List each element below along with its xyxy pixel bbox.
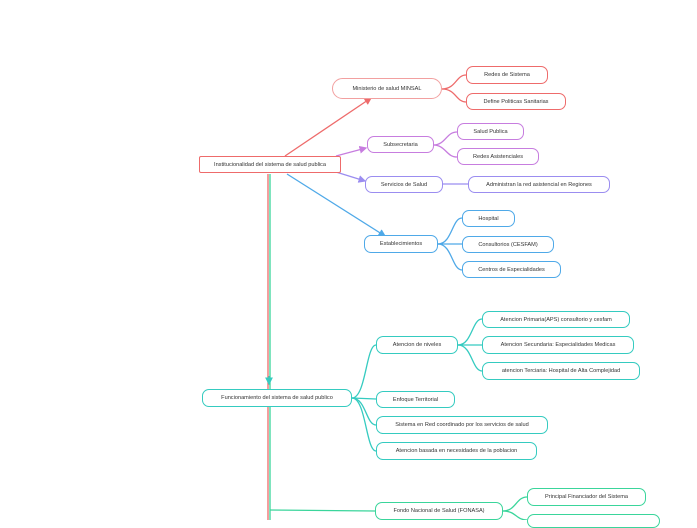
centros-label: Centros de Especialidades: [478, 266, 545, 273]
fonasa-label: Fondo Nacional de Salud (FONASA): [393, 508, 485, 514]
establecimientos-node[interactable]: Establecimientos: [364, 235, 438, 253]
fonasa-child-cutoff-node[interactable]: [527, 514, 660, 528]
atencion-secundaria-label: Atencion Secundaria: Especialidades Medi…: [500, 342, 616, 348]
atencion-necesidades-label: Atencion basada en necesidades de la pob…: [395, 448, 518, 454]
atencion-terciaria-node[interactable]: atencion Terciaria: Hospital de Alta Com…: [482, 362, 640, 380]
hospital-node[interactable]: Hospital: [462, 210, 515, 227]
atencion-secundaria-node[interactable]: Atencion Secundaria: Especialidades Medi…: [482, 336, 634, 354]
atencion-necesidades-node[interactable]: Atencion basada en necesidades de la pob…: [376, 442, 537, 460]
atencion-terciaria-label: atencion Terciaria: Hospital de Alta Com…: [501, 368, 621, 374]
funcionamiento-label: Funcionamiento del sistema de salud publ…: [221, 395, 333, 401]
redes-asistenciales-node[interactable]: Redes Asistenciales: [457, 148, 539, 165]
consultorios-node[interactable]: Consultorios (CESFAM): [462, 236, 554, 253]
servicios-node[interactable]: Servicios de Salud: [365, 176, 443, 193]
salud-publica-node[interactable]: Salud Publica: [457, 123, 524, 140]
redes-asistenciales-label: Redes Asistenciales: [472, 153, 524, 160]
enfoque-territorial-label: Enfoque Territorial: [392, 396, 439, 403]
atencion-primaria-label: Atencion Primaria(APS) consultorio y ces…: [500, 316, 612, 323]
hospital-label: Hospital: [478, 215, 499, 222]
politicas-node[interactable]: Define Politicas Sanitarias: [466, 93, 566, 110]
redes-sistema-node[interactable]: Redes de Sistema: [466, 66, 548, 84]
root-node[interactable]: Institucionalidad del sistema de salud p…: [199, 156, 341, 173]
enfoque-territorial-node[interactable]: Enfoque Territorial: [376, 391, 455, 408]
establecimientos-label: Establecimientos: [379, 241, 423, 247]
ministerio-node[interactable]: Ministerio de salud MINSAL: [332, 78, 442, 99]
consultorios-label: Consultorios (CESFAM): [478, 241, 538, 248]
centros-node[interactable]: Centros de Especialidades: [462, 261, 561, 278]
ministerio-label: Ministerio de salud MINSAL: [352, 85, 422, 92]
sistema-red-node[interactable]: Sistema en Red coordinado por los servic…: [376, 416, 548, 434]
principal-financiador-node[interactable]: Principal Financiador del Sistema: [527, 488, 646, 506]
servicios-label: Servicios de Salud: [380, 181, 428, 188]
subsecretaria-label: Subsecretaria: [383, 141, 418, 148]
administran-label: Administran la red asistencial en Region…: [486, 181, 592, 188]
root-label: Institucionalidad del sistema de salud p…: [214, 161, 326, 168]
atencion-niveles-label: Atencion de niveles: [392, 342, 442, 348]
politicas-label: Define Politicas Sanitarias: [483, 98, 549, 105]
atencion-niveles-node[interactable]: Atencion de niveles: [376, 336, 458, 354]
atencion-primaria-node[interactable]: Atencion Primaria(APS) consultorio y ces…: [482, 311, 630, 328]
administran-node[interactable]: Administran la red asistencial en Region…: [468, 176, 610, 193]
principal-financiador-label: Principal Financiador del Sistema: [544, 494, 628, 500]
sistema-red-label: Sistema en Red coordinado por los servic…: [395, 422, 529, 428]
redes-sistema-label: Redes de Sistema: [484, 72, 530, 78]
fonasa-node[interactable]: Fondo Nacional de Salud (FONASA): [375, 502, 503, 520]
salud-publica-label: Salud Publica: [473, 128, 508, 135]
subsecretaria-node[interactable]: Subsecretaria: [367, 136, 434, 153]
funcionamiento-node[interactable]: Funcionamiento del sistema de salud publ…: [202, 389, 352, 407]
